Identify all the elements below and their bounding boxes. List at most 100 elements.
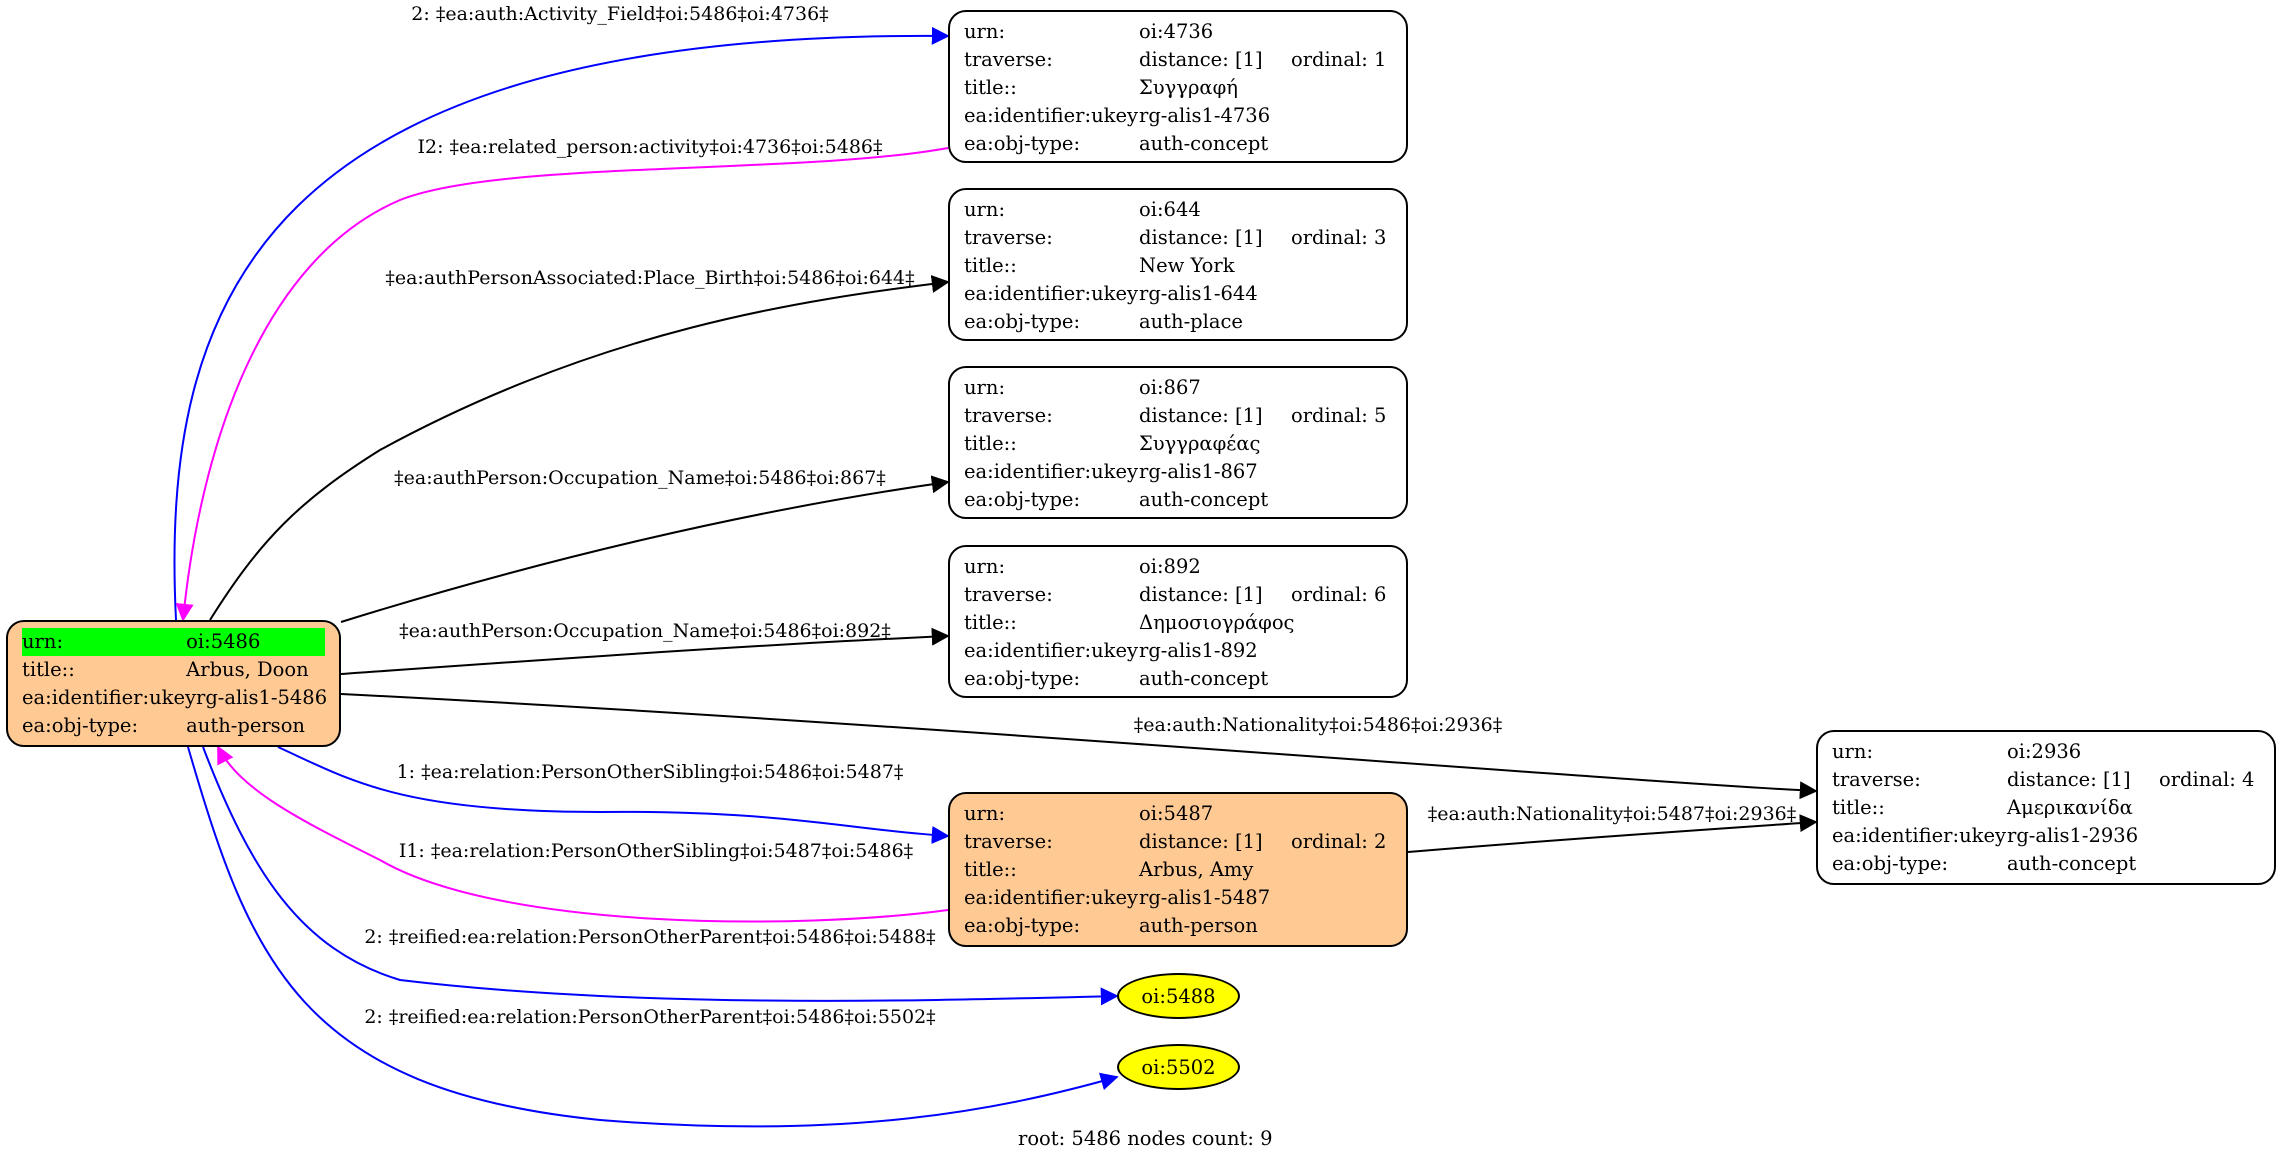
row-value: distance: [1]: [1139, 404, 1263, 427]
row-key: title::: [22, 658, 75, 681]
node-row: title::Αμερικανίδα: [1832, 794, 2260, 822]
node-oi-5487[interactable]: urn:oi:5487 traverse:distance: [1]ordina…: [948, 792, 1408, 947]
row-key: ea:obj-type:: [964, 914, 1081, 937]
row-key: ea:identifier:ukey: [22, 686, 196, 709]
row-key: title::: [964, 432, 1017, 455]
row-key: traverse:: [1832, 768, 1921, 791]
node-row: urn:oi:644: [964, 196, 1392, 224]
row-value: Arbus, Doon: [186, 658, 309, 681]
node-row: traverse:distance: [1]ordinal: 4: [1832, 766, 2260, 794]
row-value: oi:2936: [2007, 740, 2082, 763]
row-value: Δημοσιογράφος: [1139, 611, 1295, 634]
node-row: title::Συγγραφέας: [964, 430, 1392, 458]
node-oi-5486[interactable]: urn: oi:5486 title:: Arbus, Doon ea:iden…: [6, 620, 341, 747]
node-row: traverse:distance: [1]ordinal: 2: [964, 828, 1392, 856]
row-value: rg-alis1-5487: [1139, 886, 1271, 909]
row-key: urn:: [964, 20, 1006, 43]
node-row: ea:obj-type:auth-person: [964, 912, 1392, 940]
row-value: auth-concept: [1139, 488, 1269, 511]
node-row: title:: Arbus, Doon: [22, 656, 325, 684]
edge-1: [173, 26, 950, 621]
row-key: traverse:: [964, 830, 1053, 853]
row-value: rg-alis1-892: [1139, 639, 1258, 662]
node-row: traverse:distance: [1]ordinal: 6: [964, 581, 1392, 609]
row-key: traverse:: [964, 404, 1053, 427]
row-value: rg-alis1-4736: [1139, 104, 1271, 127]
row-value: auth-concept: [2007, 852, 2137, 875]
row-key: urn:: [964, 376, 1006, 399]
node-row: urn: oi:2936: [1832, 738, 2260, 766]
node-row: urn: oi:892: [964, 553, 1392, 581]
edge-8: [217, 745, 949, 923]
row-key: ea:obj-type:: [22, 714, 139, 737]
edge-label-10: 2: ‡reified:ea:relation:PersonOtherParen…: [364, 926, 935, 948]
node-oi-867[interactable]: urn: oi:867 traverse: distance: [1] ordinal…: [948, 366, 1408, 519]
node-row: traverse: distance: [1] ordinal: 5: [964, 402, 1392, 430]
edge-label-3: ‡ea:authPersonAssociated:Place_Birth‡oi:…: [385, 267, 914, 289]
row-value: auth-concept: [1139, 132, 1269, 155]
edge-9: [1407, 814, 1818, 853]
row-key: urn:: [964, 198, 1006, 221]
ellipse-label: oi:5502: [1141, 1055, 1216, 1079]
row-key: title::: [964, 858, 1017, 881]
node-oi-4736[interactable]: urn: oi:4736 traverse: distance: [1] ordina…: [948, 10, 1408, 163]
row-value: rg-alis1-5486: [196, 686, 328, 709]
row-value: auth-concept: [1139, 667, 1269, 690]
row-key: urn:: [22, 628, 187, 656]
node-row: urn:oi:5487: [964, 800, 1392, 828]
row-extra: ordinal: 1: [1291, 48, 1387, 71]
row-extra: ordinal: 2: [1291, 830, 1387, 853]
row-key: urn:: [964, 555, 1006, 578]
row-value: New York: [1139, 254, 1235, 277]
row-value: distance: [1]: [2007, 768, 2131, 791]
node-row: traverse: distance: [1] ordinal: 1: [964, 46, 1392, 74]
row-extra: ordinal: 3: [1291, 226, 1387, 249]
node-oi-2936[interactable]: urn:oi:2936 traverse:distance: [1]ordina…: [1816, 730, 2276, 885]
row-value: distance: [1]: [1139, 48, 1263, 71]
node-oi-892[interactable]: urn:oi:892 traverse:distance: [1]ordinal…: [948, 545, 1408, 698]
row-value: auth-place: [1139, 310, 1243, 333]
row-key: ea:obj-type:: [964, 667, 1081, 690]
row-key: ea:identifier:ukey: [964, 886, 1138, 909]
edge-3: [209, 275, 950, 621]
row-value: oi:867: [1139, 376, 1201, 399]
row-value: rg-alis1-644: [1139, 282, 1258, 305]
edge-label-1: 2: ‡ea:auth:Activity_Field‡oi:5486‡oi:47…: [411, 3, 828, 25]
edge-10: [202, 746, 1119, 1006]
node-oi-5488[interactable]: oi:5488: [1117, 973, 1240, 1019]
edge-label-11: 2: ‡reified:ea:relation:PersonOtherParen…: [364, 1006, 935, 1028]
row-key: title::: [964, 611, 1017, 634]
row-key: ea:obj-type:: [964, 488, 1081, 511]
row-key: urn:: [1832, 740, 1874, 763]
row-extra: ordinal: 6: [1291, 583, 1387, 606]
edge-label-2: I2: ‡ea:related_person:activity‡oi:4736‡…: [418, 136, 883, 158]
row-extra: ordinal: 5: [1291, 404, 1387, 427]
edge-label-7: 1: ‡ea:relation:PersonOtherSibling‡oi:54…: [397, 761, 904, 783]
edge-label-9: ‡ea:auth:Nationality‡oi:5487‡oi:2936‡: [1428, 803, 1797, 825]
row-key: ea:obj-type:: [1832, 852, 1949, 875]
row-value: oi:892: [1139, 555, 1201, 578]
row-key: ea:identifier:ukey: [964, 460, 1138, 483]
row-value: auth-person: [186, 714, 305, 737]
row-key: ea:identifier:ukey: [964, 639, 1138, 662]
row-key: ea:obj-type:: [964, 132, 1081, 155]
node-oi-5502[interactable]: oi:5502: [1117, 1044, 1240, 1090]
row-value: rg-alis1-867: [1139, 460, 1258, 483]
node-row: ea:identifier:ukey rg-alis1-5486: [22, 684, 328, 712]
node-row: ea:obj-type: auth-concept: [964, 665, 1392, 693]
row-key: urn:: [964, 802, 1006, 825]
row-value: distance: [1]: [1139, 583, 1263, 606]
graph-footer: root: 5486 nodes count: 9: [1018, 1127, 1273, 1150]
row-value: oi:5486: [186, 628, 325, 656]
row-key: traverse:: [964, 226, 1053, 249]
edge-label-8: I1: ‡ea:relation:PersonOtherSibling‡oi:5…: [399, 840, 913, 862]
row-value: oi:4736: [1139, 20, 1214, 43]
node-row: traverse:distance: [1]ordinal: 3: [964, 224, 1392, 252]
node-row: title::Συγγραφή: [964, 74, 1392, 102]
node-row: ea:obj-type: auth-person: [22, 712, 325, 740]
row-key: traverse:: [964, 48, 1053, 71]
node-oi-644[interactable]: urn:oi:644 traverse:distance: [1]ordinal…: [948, 188, 1408, 341]
